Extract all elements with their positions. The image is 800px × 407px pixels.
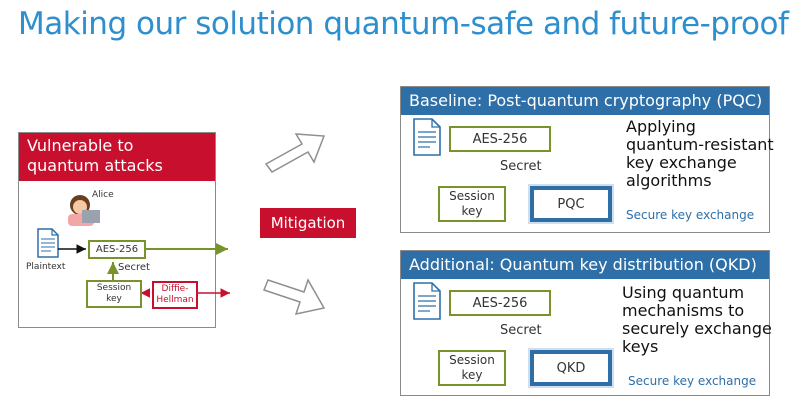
- mitigation-arrow-up: [264, 133, 326, 173]
- vulnerable-header: Vulnerable to quantum attacks: [19, 133, 215, 181]
- plaintext-label: Plaintext: [26, 262, 66, 272]
- qkd-session-key-box: Session key: [438, 350, 506, 386]
- qkd-secret-label: Secret: [500, 323, 542, 338]
- pqc-note: Applying quantum-resistant key exchange …: [626, 117, 774, 190]
- left-session-key-box: Session key: [86, 280, 142, 308]
- pqc-secret-label: Secret: [500, 159, 542, 174]
- alice-avatar-icon: [68, 195, 100, 226]
- qkd-document-icon: [413, 282, 441, 320]
- qkd-method-box: QKD: [528, 348, 614, 388]
- pqc-aes-box: AES-256: [449, 126, 551, 152]
- left-aes-box: AES-256: [88, 240, 146, 259]
- plaintext-document-icon: [37, 228, 59, 258]
- pqc-exchange-label: Secure key exchange: [626, 208, 755, 222]
- mitigation-arrow-down: [263, 278, 326, 316]
- left-secret-label: Secret: [118, 262, 150, 273]
- qkd-note: Using quantum mechanisms to securely exc…: [622, 283, 772, 356]
- qkd-header: Additional: Quantum key distribution (QK…: [401, 251, 769, 279]
- mitigation-label: Mitigation: [260, 208, 356, 238]
- alice-label: Alice: [92, 190, 114, 200]
- diffie-hellman-box: Diffie-Hellman: [152, 281, 198, 309]
- qkd-aes-box: AES-256: [449, 290, 551, 316]
- pqc-session-key-box: Session key: [438, 186, 506, 222]
- pqc-document-icon: [413, 118, 441, 156]
- pqc-header: Baseline: Post-quantum cryptography (PQC…: [401, 87, 769, 115]
- qkd-exchange-label: Secure key exchange: [628, 374, 757, 388]
- page-title: Making our solution quantum-safe and fut…: [18, 6, 789, 42]
- pqc-method-box: PQC: [528, 184, 614, 224]
